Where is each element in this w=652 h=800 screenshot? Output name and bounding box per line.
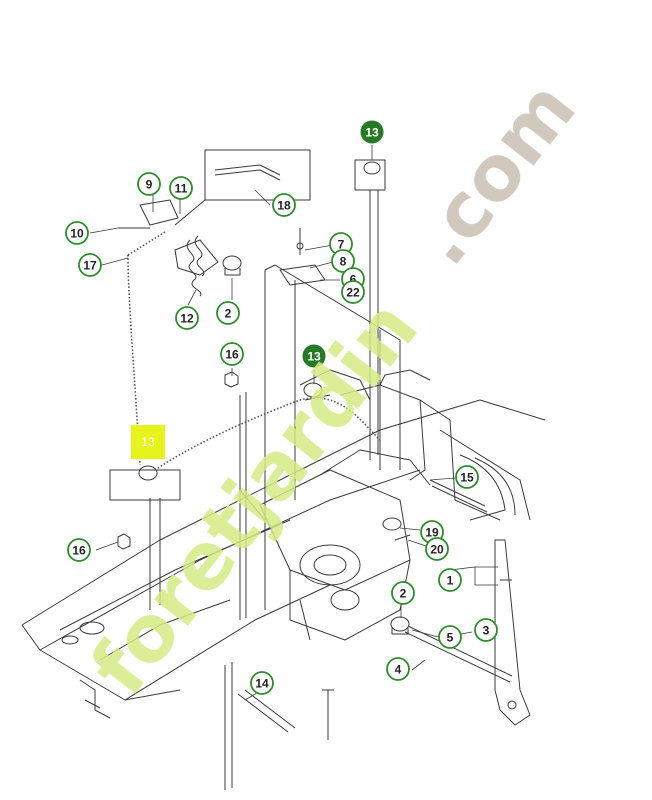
callout-8: 8	[331, 249, 355, 273]
callout-label: 9	[146, 178, 153, 192]
callout-10: 10	[65, 221, 89, 245]
callout-4: 4	[386, 657, 410, 681]
callout-circle	[216, 301, 240, 325]
callout-circle	[302, 344, 326, 368]
watermark-text-green: foretjardin	[74, 284, 436, 711]
callout-label: 7	[338, 238, 345, 252]
callout-circle	[360, 120, 384, 144]
frame-drawing	[21, 149, 546, 790]
callout-label: 20	[430, 543, 444, 557]
callout-label: 4	[395, 663, 402, 677]
callout-circle	[341, 280, 365, 304]
callout-label: 6	[350, 273, 357, 287]
watermark: foretjardin .com	[74, 64, 593, 711]
callout-circle	[67, 538, 91, 562]
callout-label: 18	[277, 199, 291, 213]
callout-16: 16	[67, 538, 91, 562]
callout-label: 3	[483, 624, 490, 638]
callout-14: 14	[250, 671, 274, 695]
callout-circle	[438, 625, 462, 649]
callout-circle	[137, 172, 161, 196]
callout-label: 17	[83, 259, 97, 273]
callout-13: 13	[360, 120, 384, 144]
callout-12: 12	[175, 306, 199, 330]
callout-9: 9	[137, 172, 161, 196]
callout-label: 1	[447, 574, 454, 588]
callout-circle	[272, 193, 296, 217]
watermark-text-gray: .com	[396, 64, 593, 281]
callout-label: 13	[365, 126, 379, 140]
callout-3: 3	[474, 618, 498, 642]
callout-circle	[474, 618, 498, 642]
callout-circle	[78, 253, 102, 277]
highlight-label: 13	[141, 435, 155, 449]
callout-circle	[169, 176, 193, 200]
callout-label: 11	[175, 182, 188, 196]
callout-label: 2	[225, 307, 232, 321]
callout-22: 22	[341, 280, 365, 304]
callout-17: 17	[78, 253, 102, 277]
callout-label: 10	[70, 227, 84, 241]
callout-label: 15	[460, 471, 474, 485]
callout-label: 13	[307, 350, 321, 364]
callout-circle	[386, 657, 410, 681]
callout-label: 22	[346, 286, 360, 300]
callout-circle	[391, 581, 415, 605]
callout-circle	[425, 537, 449, 561]
callout-label: 12	[180, 312, 194, 326]
callout-circle	[455, 465, 479, 489]
callout-circle	[65, 221, 89, 245]
callout-1: 1	[438, 568, 462, 592]
callout-label: 19	[425, 526, 439, 540]
callout-label: 14	[255, 677, 269, 691]
callout-18: 18	[272, 193, 296, 217]
callout-circle	[175, 306, 199, 330]
callout-label: 16	[225, 348, 239, 362]
callout-label: 5	[447, 631, 454, 645]
callout-16: 16	[220, 342, 244, 366]
leader-lines	[89, 145, 498, 701]
callout-label: 16	[72, 544, 86, 558]
callout-2: 2	[216, 301, 240, 325]
callout-label: 8	[340, 255, 347, 269]
callout-circle	[250, 671, 274, 695]
callout-2: 2	[391, 581, 415, 605]
callout-15: 15	[455, 465, 479, 489]
callout-11: 11	[169, 176, 193, 200]
callout-circle	[438, 568, 462, 592]
callout-circle	[331, 249, 355, 273]
callout-label: 2	[400, 587, 407, 601]
callout-13: 13	[302, 344, 326, 368]
callout-20: 20	[425, 537, 449, 561]
highlight-marker	[131, 425, 165, 459]
callout-circle	[220, 342, 244, 366]
callout-5: 5	[438, 625, 462, 649]
